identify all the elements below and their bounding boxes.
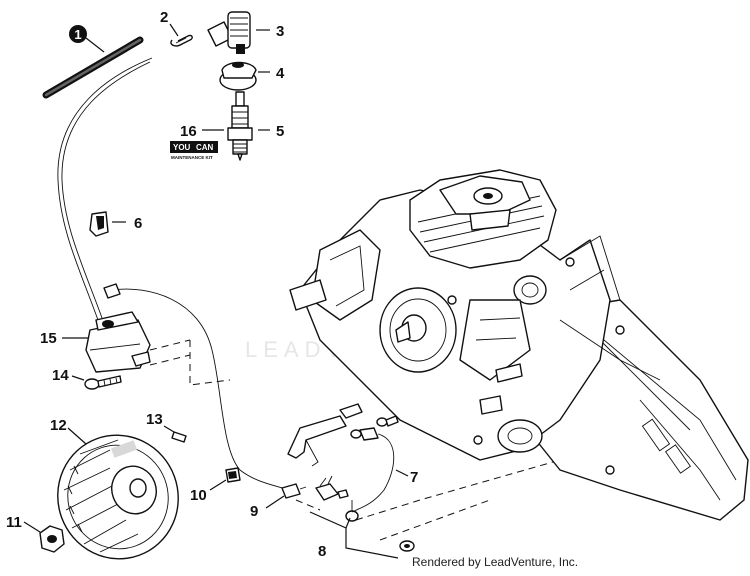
part-2-spring-clip[interactable] — [170, 34, 193, 47]
svg-text:8: 8 — [318, 543, 326, 560]
svg-text:14: 14 — [52, 367, 69, 384]
part-9-connector[interactable] — [281, 483, 307, 499]
callout-2[interactable]: 2 — [160, 9, 179, 37]
part-15-ignition-coil[interactable] — [85, 311, 151, 373]
svg-text:7: 7 — [410, 469, 418, 486]
callout-13[interactable]: 13 — [146, 411, 175, 433]
part-1-tube[interactable] — [42, 36, 144, 99]
svg-text:2: 2 — [160, 9, 168, 26]
part-15-wire — [57, 57, 153, 321]
svg-text:6: 6 — [134, 215, 142, 232]
callout-4[interactable]: 4 — [258, 65, 285, 82]
part-5-spark-plug[interactable] — [227, 91, 253, 161]
svg-text:11: 11 — [6, 514, 22, 531]
svg-text:MAINTENANCE KIT: MAINTENANCE KIT — [171, 155, 213, 160]
svg-text:4: 4 — [276, 65, 285, 82]
callout-12[interactable]: 12 — [50, 417, 87, 445]
svg-text:5: 5 — [276, 123, 284, 140]
part-11-nut[interactable] — [39, 525, 65, 553]
svg-text:16: 16 — [180, 123, 197, 140]
callout-7[interactable]: 7 — [395, 469, 418, 486]
callout-5[interactable]: 5 — [258, 123, 284, 140]
callout-3[interactable]: 3 — [256, 23, 284, 40]
callout-6[interactable]: 6 — [112, 215, 142, 232]
bracket-screw[interactable] — [376, 415, 399, 427]
part-7-ground-wire[interactable] — [350, 427, 395, 513]
part-3-plug-boot[interactable] — [207, 11, 251, 54]
svg-text:15: 15 — [40, 330, 57, 347]
part-12-flywheel[interactable] — [40, 418, 195, 571]
footer-credit: Rendered by LeadVenture, Inc. — [412, 555, 578, 569]
maintenance-kit-badge: YOU CAN MAINTENANCE KIT — [170, 141, 218, 160]
part-8-switch-contact[interactable] — [315, 475, 415, 552]
callout-8[interactable]: 8 — [309, 511, 399, 560]
svg-text:YOU: YOU — [173, 143, 191, 152]
svg-text:1: 1 — [74, 27, 81, 42]
part-14-screw[interactable] — [84, 375, 122, 390]
engine-crankcase-assembly — [289, 169, 749, 521]
part-15-lead-wire — [111, 288, 291, 491]
part-10-clip[interactable] — [225, 467, 241, 483]
callout-11[interactable]: 11 — [6, 514, 41, 533]
callout-16[interactable]: 16 — [180, 123, 224, 140]
callout-15[interactable]: 15 — [40, 330, 88, 347]
svg-text:3: 3 — [276, 23, 284, 40]
svg-text:10: 10 — [190, 487, 207, 504]
svg-text:CAN: CAN — [196, 143, 214, 152]
callout-10[interactable]: 10 — [190, 479, 227, 504]
svg-text:13: 13 — [146, 411, 163, 428]
switch-bracket[interactable] — [287, 403, 363, 467]
callout-14[interactable]: 14 — [52, 367, 85, 384]
part-4-grommet[interactable] — [219, 61, 257, 91]
svg-text:9: 9 — [250, 503, 258, 520]
part-6-clip[interactable] — [89, 211, 109, 237]
callout-9[interactable]: 9 — [250, 495, 285, 520]
part-13-key[interactable] — [171, 431, 187, 443]
callout-1[interactable]: 1 — [69, 25, 105, 53]
svg-text:12: 12 — [50, 417, 67, 434]
